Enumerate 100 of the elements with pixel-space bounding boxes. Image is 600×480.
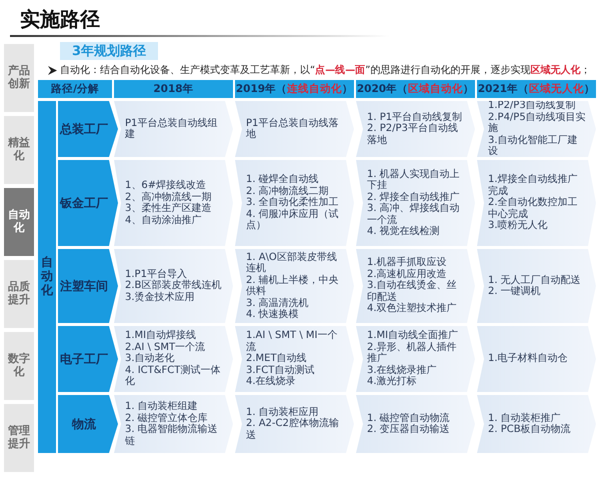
- cell-text: 1. 自动装柜组建: [125, 401, 199, 412]
- cell-text: P1平台总装自动线落地: [246, 118, 340, 140]
- cell-text: 1.MI自动焊接线: [125, 330, 198, 342]
- row-header: 电子工厂: [60, 350, 108, 368]
- row-header: 注塑车间: [60, 278, 108, 294]
- chevron-cell: [114, 101, 233, 157]
- section-heading: [60, 42, 158, 60]
- chevron-cell: [356, 101, 475, 157]
- tab-label: 产品创新: [8, 65, 30, 91]
- row-header-panel: [58, 249, 118, 323]
- category-label: 自动化: [41, 256, 53, 298]
- chevron-cell: [235, 160, 354, 246]
- chevron-cell: [356, 326, 475, 392]
- cell-text: 2.B区部装皮带线连机: [125, 280, 222, 292]
- cell-text: 4.双色注塑技术推广: [367, 303, 458, 315]
- cell-text: P1平台总装自动线组建: [125, 118, 218, 140]
- cell-text: 3.FCT自动测试: [246, 364, 316, 376]
- cell-text: 1.焊接全自动线推广完成: [488, 174, 579, 197]
- cell-text: 1. 无人工厂自动配送: [488, 274, 582, 286]
- cell-text: 4. 伺服冲床应用（试点）: [246, 208, 340, 232]
- tab-label: 精益化: [8, 137, 30, 163]
- cell-text: 3.自动化智能工厂建设: [488, 134, 579, 158]
- cell-text: 2. 辅机上半楼，中央供料: [246, 274, 340, 298]
- row-header-panel: [58, 101, 118, 157]
- row-header: 钣金工厂: [60, 194, 108, 212]
- cell-text: 3. 高冲、焊接线自动一个流: [367, 203, 461, 226]
- chevron-cell: [477, 160, 596, 246]
- cell-text: 2. 高冲物流线二期: [246, 186, 329, 197]
- cell-text: 2.全自动化数控加工中心完成: [488, 197, 579, 220]
- heading-text: 3年规划路径: [72, 43, 146, 60]
- cell-text: 3. 高温清洗机: [246, 298, 310, 308]
- cell-text: 3.烫金技术应用: [125, 292, 196, 304]
- cell-text: 3.自动老化: [125, 353, 176, 365]
- column-header: 2019年（连线自动化）: [236, 82, 354, 96]
- sidebar-tab: [4, 332, 34, 400]
- row-header-panel: [58, 326, 118, 392]
- cell-text: 4. ICT&FCT测试一体化: [125, 364, 222, 388]
- column-header: 路径/分解: [51, 82, 99, 96]
- page-title: 实施路径: [20, 6, 100, 33]
- cell-text: 1. 自动装柜应用: [246, 406, 319, 418]
- chevron-cell: [114, 160, 233, 246]
- tab-label: 数字化: [8, 353, 30, 379]
- cell-text: 1.P1平台导入: [125, 268, 187, 280]
- cell-text: 4.激光打标: [367, 376, 418, 388]
- cell-text: 2.MET自动线: [246, 353, 308, 364]
- cell-text: 2.高速机应用改造: [367, 268, 447, 280]
- row-header: 物流: [72, 416, 96, 432]
- cell-text: 2.异形、机器人插件推广: [367, 342, 458, 364]
- tab-label: 品质提升: [8, 281, 30, 307]
- chevron-cell: [477, 395, 596, 453]
- column-header: 2020年（区域自动化）: [356, 82, 474, 96]
- cell-text: 2.AI \ SMT一个流: [125, 342, 206, 353]
- header-cell: [114, 80, 233, 98]
- chevron-cell: [235, 249, 354, 323]
- column-header: 2021年（区域无人化）: [478, 82, 596, 96]
- header-cell: [38, 80, 112, 98]
- column-header: 2018年: [153, 82, 194, 96]
- cell-text: 3. 全自动化柔性加工: [246, 197, 340, 208]
- chevron-cell: [235, 395, 354, 453]
- cell-text: 1.机器手抓取应设: [367, 257, 448, 268]
- cell-text: 2.P4/P5自动线项目实施: [488, 112, 587, 134]
- cell-text: 1. 磁控管自动物流: [367, 412, 451, 424]
- row-header: 总装工厂: [60, 120, 108, 138]
- cell-text: 3.自动在线烫金、丝印配送: [367, 280, 458, 303]
- row-header-panel: [58, 160, 118, 246]
- chevron-cell: [477, 326, 596, 392]
- sidebar-tab: [4, 44, 34, 112]
- cell-text: 2. PCB板自动物流: [488, 424, 572, 436]
- cell-text: 1. P1平台自动线复制: [367, 112, 464, 123]
- sidebar-tab: [4, 404, 34, 472]
- chevron-cell: [114, 326, 233, 392]
- cell-text: 1、6#焊接线改造: [125, 180, 208, 192]
- tab-label: 自动化: [8, 209, 30, 235]
- cell-text: 1.电子材料自动仓: [488, 353, 569, 365]
- cell-text: 1. 碰焊全自动线: [246, 174, 320, 186]
- chevron-cell: [477, 101, 596, 157]
- cell-text: 4、自动涂油推广: [125, 214, 202, 226]
- cell-text: 2. 一键调机: [488, 286, 542, 298]
- cell-text: 2、高冲物流线一期: [125, 192, 212, 202]
- cell-text: 1.AI \ SMT \ MI一个流: [246, 330, 338, 353]
- cell-text: 4. 视觉在线检测: [367, 226, 441, 238]
- cell-text: 3. 电器智能物流输送链: [125, 424, 219, 447]
- cell-text: 3.喷粉无人化: [488, 220, 549, 232]
- chevron-cell: [235, 101, 354, 157]
- cell-text: 4. 快速换模: [246, 309, 300, 320]
- cell-text: 2. 变压器自动输送: [367, 424, 451, 436]
- chevron-cell: [114, 249, 233, 323]
- chevron-cell: [356, 160, 475, 246]
- intro-text: 自动化：结合自动化设备、生产模式变革及工艺革新，以“点—线—面”的思路进行自动化的开展，逐步实现区域无人化；: [60, 64, 592, 77]
- cell-text: 2. A2-C2腔体物流输送: [246, 418, 340, 442]
- chevron-cell: [235, 326, 354, 392]
- cell-text: 1. 自动装柜推广: [488, 412, 562, 424]
- cell-text: 3、柔性生产区建造: [125, 203, 212, 214]
- chevron-cell: [114, 395, 233, 453]
- cell-text: 2. 磁控管立体仓库: [125, 412, 209, 424]
- chevron-cell: [477, 249, 596, 323]
- tab-label: 管理提升: [8, 425, 30, 451]
- cell-text: 3.在线烧录推广: [367, 364, 438, 376]
- sidebar-tab: [4, 116, 34, 184]
- chevron-cell: [356, 395, 475, 453]
